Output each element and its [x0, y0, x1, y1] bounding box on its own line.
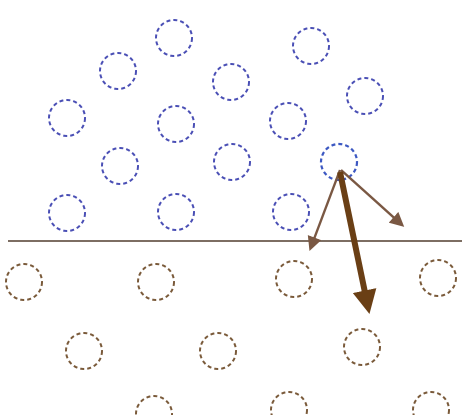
upper-particle	[213, 64, 249, 100]
upper-particle	[273, 194, 309, 230]
lower-particle	[138, 264, 174, 300]
upper-particle	[156, 20, 192, 56]
upper-particle	[293, 28, 329, 64]
lower-particle	[200, 333, 236, 369]
upper-particle	[49, 100, 85, 136]
lower-particle	[66, 333, 102, 369]
motion-arrows	[311, 170, 401, 307]
lower-particle	[420, 260, 456, 296]
lower-particle	[6, 264, 42, 300]
upper-particle	[347, 78, 383, 114]
upper-particle	[158, 106, 194, 142]
lower-particle	[276, 261, 312, 297]
upper-particle	[49, 195, 85, 231]
upper-particle	[214, 144, 250, 180]
lower-particles	[6, 260, 456, 415]
lower-particle	[271, 392, 307, 415]
upper-particle	[158, 194, 194, 230]
upper-particle	[100, 53, 136, 89]
upper-particle	[102, 148, 138, 184]
lower-particle	[344, 329, 380, 365]
upper-particles	[49, 20, 383, 231]
thick-arrow-down	[340, 172, 368, 307]
thin-arrow-left	[311, 170, 340, 247]
lower-particle	[136, 396, 172, 415]
upper-particle	[270, 103, 306, 139]
lower-particle	[413, 392, 449, 415]
